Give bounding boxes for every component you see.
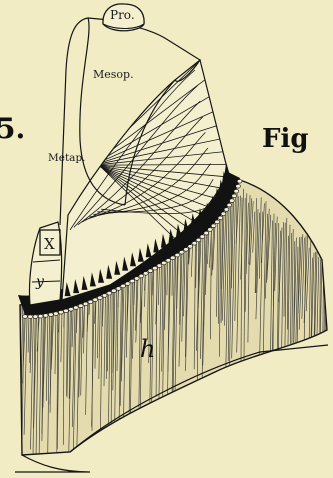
bead: [221, 212, 226, 216]
bead: [28, 315, 33, 319]
bead: [64, 309, 69, 313]
bead: [134, 277, 139, 281]
bead: [196, 238, 201, 242]
bead: [23, 315, 28, 319]
bead: [157, 264, 162, 268]
bead: [153, 266, 158, 270]
bead: [232, 194, 237, 198]
bead: [125, 282, 130, 286]
bead: [224, 208, 229, 212]
striation-line: [327, 264, 328, 327]
bead: [200, 235, 205, 239]
bead: [112, 289, 117, 293]
bead: [59, 311, 64, 315]
bead: [88, 300, 93, 304]
label-y: y: [35, 274, 45, 290]
bead: [83, 302, 88, 306]
bead: [204, 231, 209, 235]
striation-line: [17, 298, 20, 388]
bead: [227, 203, 232, 207]
bead: [130, 279, 135, 283]
bead: [121, 284, 126, 288]
bead: [211, 224, 216, 228]
bead: [69, 308, 74, 312]
bead: [49, 313, 54, 317]
bead: [107, 291, 112, 295]
label-h: h: [140, 335, 155, 363]
bead: [230, 199, 235, 203]
bead: [208, 228, 213, 232]
bead: [215, 220, 220, 224]
striation-line: [14, 301, 18, 428]
bead: [102, 294, 107, 298]
bead: [192, 242, 197, 246]
label-mesop: Mesop.: [93, 68, 134, 81]
lower-outline: [15, 455, 90, 472]
bead: [175, 253, 180, 257]
bead: [188, 245, 193, 249]
label-x: X: [44, 235, 55, 253]
bead: [218, 216, 223, 220]
bead: [170, 256, 175, 260]
bead: [33, 315, 38, 319]
bead: [98, 296, 103, 300]
bead: [143, 272, 148, 276]
bead: [184, 248, 189, 252]
bead: [74, 306, 79, 310]
bead: [54, 312, 59, 316]
figure-caption-marker: Fig: [262, 124, 309, 154]
label-pro: Pro.: [110, 8, 135, 22]
bead: [234, 189, 239, 193]
bead: [166, 259, 171, 263]
bead: [237, 180, 242, 184]
bead: [116, 287, 121, 291]
figure-number-marker: 5.: [0, 112, 25, 145]
bead: [162, 261, 167, 265]
bead: [78, 304, 83, 308]
bead: [38, 314, 43, 318]
bead: [139, 274, 144, 278]
bead: [236, 185, 241, 189]
label-metap: Metap.: [48, 152, 86, 164]
bead: [148, 269, 153, 273]
bead: [43, 314, 48, 318]
bead: [93, 298, 98, 302]
bead: [179, 251, 184, 255]
